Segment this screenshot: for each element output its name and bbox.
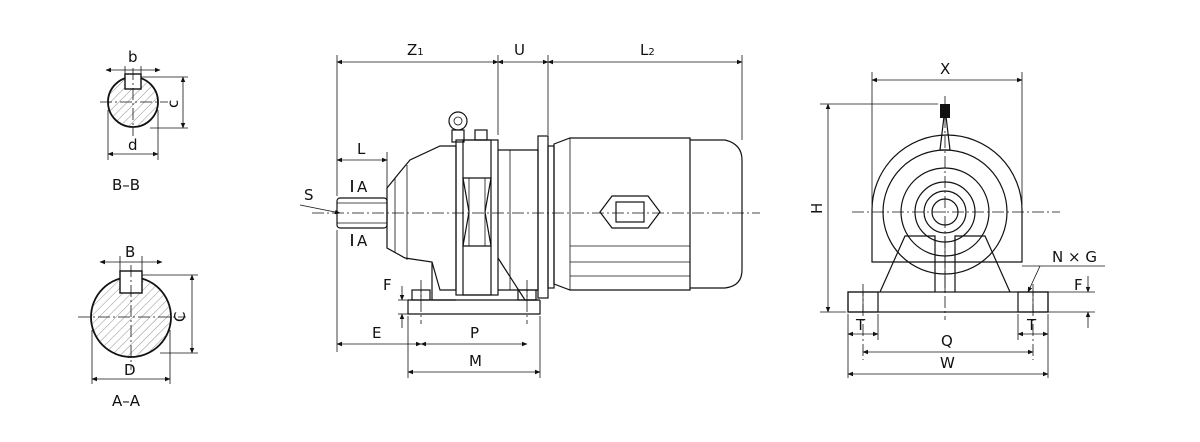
dim-foot-t-right-label: T [1026, 316, 1037, 334]
aa-key-height-label: C [171, 312, 189, 322]
dim-foot-t-left-label: T [855, 316, 866, 334]
bb-key-height-label: c [164, 100, 182, 108]
bb-section-title: B–B [112, 176, 140, 194]
motor [553, 137, 743, 291]
dim-side-foot-thickness-label: F [1074, 276, 1083, 294]
dim-hole-span-label: Q [941, 332, 953, 350]
section-aa: B C D A–A [78, 243, 198, 410]
dim-foot-thickness-label: F [383, 276, 392, 294]
front-view: Z1 U L2 L A A S F E P M [299, 41, 760, 378]
section-bb: b c d B–B [100, 48, 188, 194]
aa-diameter-label: D [124, 361, 136, 379]
bb-diameter-label: d [128, 136, 138, 154]
dim-hole-pitch-label: P [470, 324, 479, 342]
dim-foot-length-label: M [469, 352, 482, 370]
aa-key-width-label: B [125, 243, 135, 261]
dim-width-x-label: X [940, 60, 950, 78]
dim-shaft-length-label: L [357, 140, 366, 158]
dim-l2-label: L2 [640, 41, 655, 59]
dim-base-width-label: W [940, 354, 955, 372]
dim-u-label: U [514, 41, 525, 59]
aa-section-title: A–A [112, 392, 141, 410]
reducer-housing [386, 111, 555, 301]
dim-holes-label: N × G [1052, 248, 1097, 266]
dim-shaft-diameter-label: S [304, 186, 314, 204]
section-mark-top: A [357, 178, 368, 196]
dim-edge-e-label: E [372, 324, 381, 342]
dim-z1-label: Z1 [407, 41, 424, 59]
side-view: X H N × G F T T Q W [808, 60, 1105, 378]
section-mark-bottom: A [357, 232, 368, 250]
bb-key-width-label: b [128, 48, 138, 66]
dim-height-h-label: H [808, 203, 826, 214]
